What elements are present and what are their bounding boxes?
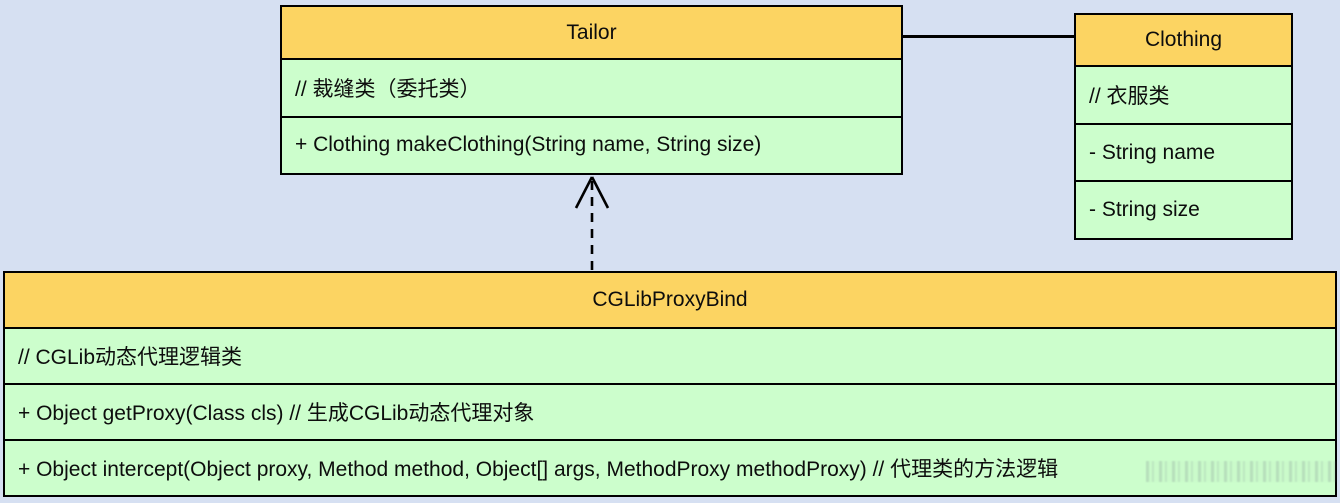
row-text: // 裁缝类（委托类） (295, 77, 481, 101)
row-text: - String size (1089, 198, 1200, 222)
class-header-clothing: Clothing (1076, 15, 1291, 67)
class-row-clothing-comment: // 衣服类 (1076, 67, 1291, 125)
row-text: // 衣服类 (1089, 84, 1170, 108)
class-row-clothing-field-size: - String size (1076, 182, 1291, 239)
class-name-clothing: Clothing (1144, 28, 1223, 51)
realization-arrow-cglib-to-tailor (574, 176, 610, 273)
row-text: + Object getProxy(Class cls) // 生成CGLib动… (18, 402, 535, 425)
class-row-cglib-comment: // CGLib动态代理逻辑类 (5, 329, 1335, 385)
row-text: + Object intercept(Object proxy, Method … (18, 458, 1059, 481)
row-text: + Clothing makeClothing(String name, Str… (295, 133, 762, 157)
class-name-cglibproxybind: CGLibProxyBind (592, 288, 748, 311)
class-row-tailor-method: + Clothing makeClothing(String name, Str… (282, 117, 901, 173)
class-box-tailor: Tailor // 裁缝类（委托类） + Clothing makeClothi… (280, 5, 903, 175)
class-row-cglib-getproxy: + Object getProxy(Class cls) // 生成CGLib动… (5, 385, 1335, 441)
row-text: - String name (1089, 140, 1216, 164)
class-box-clothing: Clothing // 衣服类 - String name - String s… (1074, 13, 1293, 240)
class-row-clothing-field-name: - String name (1076, 124, 1291, 183)
class-name-tailor: Tailor (566, 20, 617, 44)
class-header-tailor: Tailor (282, 7, 901, 60)
class-row-cglib-intercept: + Object intercept(Object proxy, Method … (5, 441, 1335, 495)
class-row-tailor-comment: // 裁缝类（委托类） (282, 60, 901, 118)
association-line-tailor-clothing (901, 35, 1074, 38)
class-header-cglibproxybind: CGLibProxyBind (5, 273, 1335, 329)
row-text: // CGLib动态代理逻辑类 (18, 346, 243, 369)
class-box-cglibproxybind: CGLibProxyBind // CGLib动态代理逻辑类 + Object … (3, 271, 1337, 497)
